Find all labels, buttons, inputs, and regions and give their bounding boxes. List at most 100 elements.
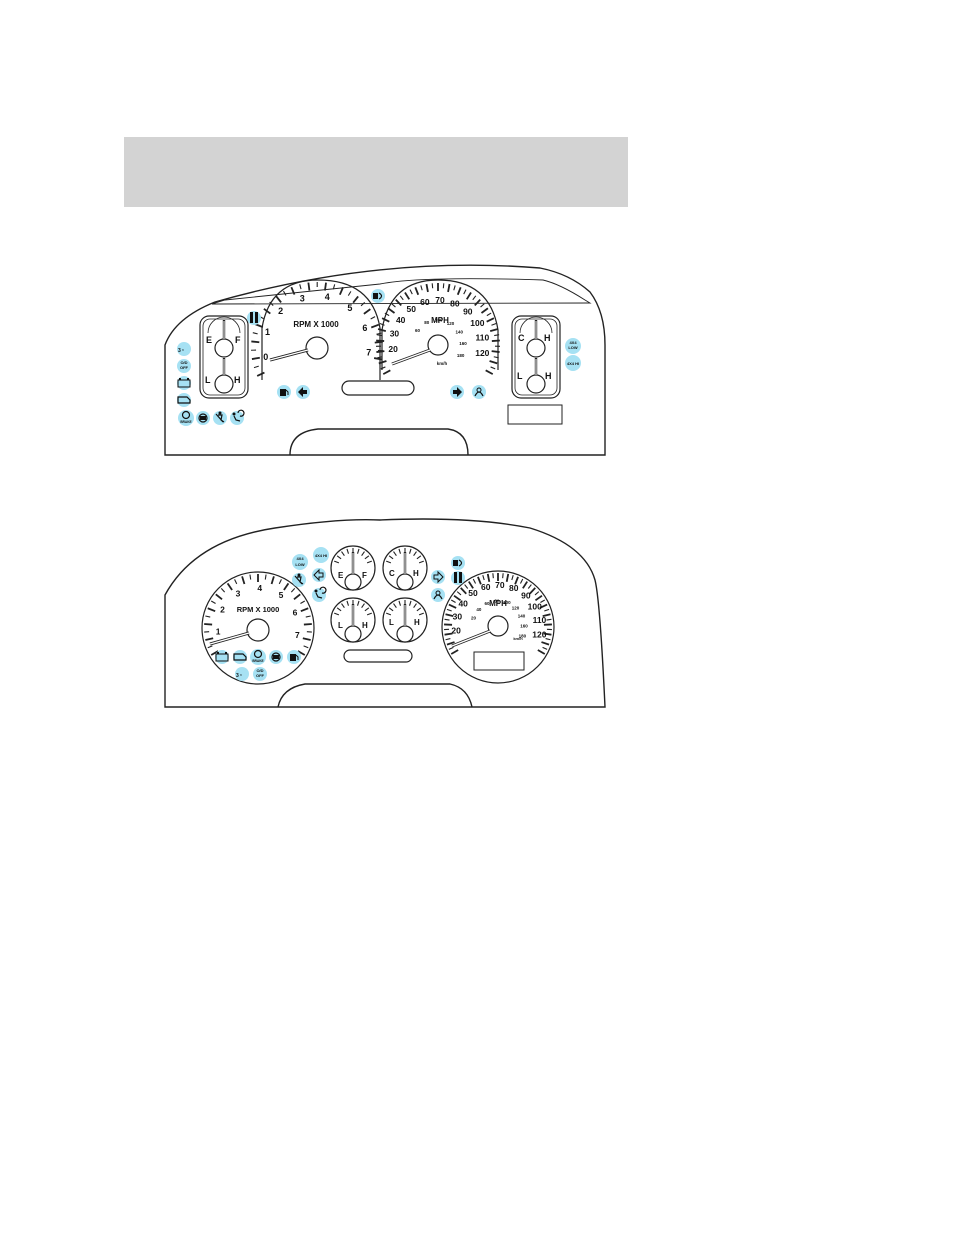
speedo-2-tick bbox=[453, 594, 462, 602]
speedo-2-tick bbox=[546, 618, 552, 621]
speedo-1-tick bbox=[463, 289, 467, 295]
brake-indicator-1: BRAKE bbox=[178, 410, 194, 426]
oil-high-label: H bbox=[234, 375, 241, 385]
speedo-1-tick bbox=[447, 283, 451, 293]
speedo-1-tick bbox=[409, 289, 413, 295]
temp-gauge-2: C H bbox=[382, 545, 428, 591]
tach-2-tick bbox=[210, 600, 216, 604]
speedo-1-tick bbox=[465, 292, 472, 300]
speedo-2-mph-number: 120 bbox=[532, 629, 546, 639]
seatbelt-indicator-1 bbox=[213, 411, 227, 425]
speedo-2-tick bbox=[522, 581, 528, 589]
tach-2-number: 7 bbox=[295, 630, 300, 640]
small-gauge-tick bbox=[416, 607, 422, 612]
abs-indicator-2 bbox=[269, 650, 283, 664]
tach-1-tick bbox=[370, 323, 380, 329]
speedo-1-mph-number: 90 bbox=[463, 306, 473, 316]
temp2-cold-label: C bbox=[389, 569, 395, 578]
tach-1-number: 3 bbox=[300, 293, 305, 303]
small-gauge-tick bbox=[361, 551, 365, 557]
svg-text:3: 3 bbox=[178, 348, 181, 354]
tach-2-tick bbox=[270, 576, 275, 585]
odometer-display-2 bbox=[473, 651, 525, 671]
tach-2-tick bbox=[283, 582, 290, 591]
tach-1-tick bbox=[253, 365, 259, 369]
temp2-hot-label: H bbox=[413, 569, 419, 578]
speedo-1-tick bbox=[489, 328, 499, 332]
small-gauge-tick bbox=[356, 548, 360, 554]
speedo-1-tick bbox=[485, 369, 494, 375]
speedo-2-tick bbox=[460, 587, 467, 595]
speedo-2-tick bbox=[537, 649, 546, 655]
small-gauge-tick bbox=[388, 555, 394, 560]
speedo-1-tick bbox=[420, 285, 423, 291]
speedo-1-mph-number: 20 bbox=[388, 344, 398, 354]
speedo-1-tick bbox=[489, 360, 498, 365]
tach-1-tick bbox=[256, 371, 265, 377]
speedo-1-mph-number: 70 bbox=[435, 295, 445, 305]
tach-2-number: 4 bbox=[257, 583, 262, 593]
oil-gauge-2: L H bbox=[330, 597, 376, 643]
speedo-2-mph-number: 50 bbox=[468, 588, 478, 598]
speedo-2-tick bbox=[445, 638, 451, 641]
tach-1-tick bbox=[263, 308, 271, 315]
speedo-2-mph-number: 60 bbox=[481, 582, 491, 592]
speedo-2-tick bbox=[539, 603, 548, 609]
small-gauge-tick bbox=[356, 600, 360, 606]
tach-1-number: 2 bbox=[278, 306, 283, 316]
speedo-1-tick bbox=[414, 286, 420, 296]
tach-2-number: 3 bbox=[236, 588, 241, 598]
speedo-1-tick bbox=[490, 366, 496, 370]
traction-indicator-1 bbox=[472, 385, 486, 399]
temp-gauge-1: C H bbox=[518, 316, 553, 358]
oil2-low-label: L bbox=[338, 621, 343, 630]
tach-1-tick bbox=[373, 357, 383, 361]
small-gauge-tick bbox=[418, 560, 424, 564]
small-gauge-tick bbox=[366, 560, 372, 564]
tach-1-tick bbox=[332, 284, 336, 290]
tach-1-tick bbox=[374, 340, 383, 344]
svg-text:≈: ≈ bbox=[182, 348, 184, 352]
tach-1-hub bbox=[305, 336, 329, 360]
fuel-empty-label: E bbox=[206, 335, 212, 345]
speedo-1-tick bbox=[376, 334, 382, 337]
tach-1-tick bbox=[275, 295, 282, 303]
speedo-2-label: MPH bbox=[489, 599, 507, 608]
traction-indicator-2 bbox=[431, 588, 445, 602]
tach-2-number: 2 bbox=[220, 605, 225, 615]
svg-text:4X4 HI: 4X4 HI bbox=[315, 553, 327, 558]
tach-1-tick bbox=[370, 316, 376, 320]
small-gauge-tick bbox=[336, 555, 342, 560]
speedo-2-mph-number: 70 bbox=[495, 580, 505, 590]
speedo-2-tick bbox=[511, 575, 514, 581]
speedo-2-hub bbox=[487, 615, 509, 637]
speedo-1-tick bbox=[378, 360, 387, 365]
speedo-2-tick bbox=[448, 646, 454, 650]
tach-2-tick bbox=[226, 582, 233, 591]
oil-gauge-1: L H bbox=[205, 358, 241, 394]
tach-2-tick bbox=[300, 607, 309, 613]
speedo-2-tick bbox=[464, 584, 469, 589]
small-gauge-tick bbox=[416, 555, 422, 560]
speedo-1-mph-number: 40 bbox=[396, 315, 406, 325]
tach-1-tick bbox=[363, 308, 371, 315]
speedo-1-tick bbox=[453, 285, 456, 291]
tach-2-tick bbox=[207, 607, 216, 613]
speedo-1-tick bbox=[395, 298, 402, 307]
tach-1-number: 0 bbox=[263, 352, 268, 362]
right-gauge-pod-1 bbox=[511, 315, 561, 399]
left-turn-indicator-2 bbox=[312, 568, 326, 582]
speedo-1-tick bbox=[379, 323, 385, 326]
small-gauge-tick bbox=[398, 600, 402, 606]
tach-2-tick bbox=[241, 576, 246, 585]
check-engine-indicator-1 bbox=[177, 393, 191, 407]
small-gauge-tick bbox=[341, 603, 345, 609]
small-gauge-tick bbox=[418, 612, 424, 616]
speedo-1-kmh-label: km/h bbox=[437, 361, 448, 366]
seatbelt-indicator-2 bbox=[292, 573, 306, 587]
svg-text:BRAKE: BRAKE bbox=[252, 659, 263, 663]
tach-1-tick bbox=[352, 295, 359, 304]
speedo-2-kmh-number: 160 bbox=[520, 623, 528, 628]
small-gauge-tick bbox=[413, 603, 417, 609]
